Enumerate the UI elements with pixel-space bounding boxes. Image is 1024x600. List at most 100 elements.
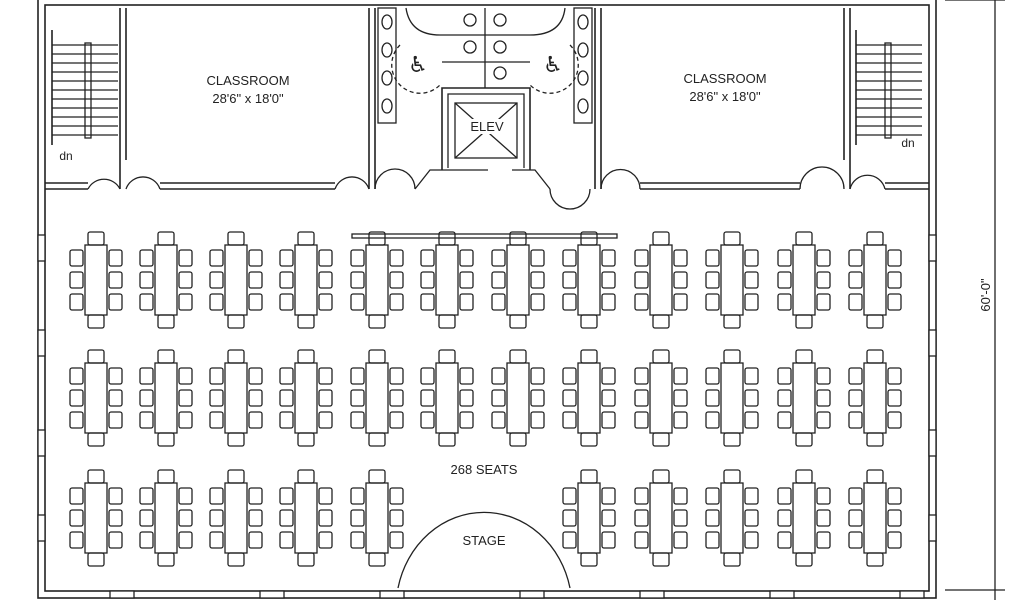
chair — [705, 487, 720, 505]
table — [154, 362, 178, 434]
chair — [279, 389, 294, 407]
chair — [69, 367, 84, 385]
chair — [108, 411, 123, 429]
chair — [634, 293, 649, 311]
chair — [318, 293, 333, 311]
window — [37, 329, 46, 357]
chair — [297, 231, 315, 246]
window — [928, 429, 937, 457]
chair — [297, 552, 315, 567]
window — [37, 429, 46, 457]
chair — [350, 367, 365, 385]
table — [863, 244, 887, 316]
chair — [248, 249, 263, 267]
chair — [887, 411, 902, 429]
chair — [69, 411, 84, 429]
chair — [139, 531, 154, 549]
chair — [777, 509, 792, 527]
chair — [389, 411, 404, 429]
chair — [368, 432, 386, 447]
table-group — [279, 231, 333, 329]
table-group — [777, 349, 831, 447]
chair — [673, 389, 688, 407]
table-group — [69, 231, 123, 329]
stage — [397, 511, 571, 589]
chair — [139, 293, 154, 311]
chair — [887, 367, 902, 385]
table-group — [350, 231, 404, 329]
chair — [634, 531, 649, 549]
chair — [866, 314, 884, 329]
window — [928, 234, 937, 262]
table — [720, 482, 744, 554]
table — [720, 244, 744, 316]
table — [365, 482, 389, 554]
chair — [108, 509, 123, 527]
chair — [562, 367, 577, 385]
chair — [438, 432, 456, 447]
chair — [389, 487, 404, 505]
chair — [139, 411, 154, 429]
chair — [562, 271, 577, 289]
chair — [705, 531, 720, 549]
chair — [652, 349, 670, 364]
chair — [157, 349, 175, 364]
chair — [848, 293, 863, 311]
chair — [438, 349, 456, 364]
chair — [744, 249, 759, 267]
table-group — [705, 349, 759, 447]
chair — [318, 271, 333, 289]
chair — [491, 249, 506, 267]
chair — [227, 432, 245, 447]
table-group — [139, 349, 193, 447]
chair — [848, 367, 863, 385]
chair — [248, 293, 263, 311]
dimension-height: 60'-0" — [978, 278, 993, 312]
chair — [848, 249, 863, 267]
table-group — [350, 469, 404, 567]
chair — [673, 271, 688, 289]
table — [435, 244, 459, 316]
chair — [652, 314, 670, 329]
chair — [887, 531, 902, 549]
chair — [248, 531, 263, 549]
chair — [178, 411, 193, 429]
chair — [139, 271, 154, 289]
chair — [318, 531, 333, 549]
chair — [87, 349, 105, 364]
chair — [601, 249, 616, 267]
chair — [866, 231, 884, 246]
chair — [723, 314, 741, 329]
chair — [723, 552, 741, 567]
table-group — [350, 349, 404, 447]
chair — [227, 552, 245, 567]
table-group — [279, 349, 333, 447]
chair — [318, 389, 333, 407]
chair — [795, 231, 813, 246]
chair — [673, 367, 688, 385]
chair — [816, 293, 831, 311]
table-group — [562, 469, 616, 567]
chair — [87, 432, 105, 447]
chair — [248, 367, 263, 385]
chair — [459, 293, 474, 311]
chair — [459, 271, 474, 289]
chair — [227, 314, 245, 329]
chair — [601, 389, 616, 407]
chair — [69, 509, 84, 527]
stair-handrail — [884, 42, 892, 139]
chair — [509, 349, 527, 364]
chair — [108, 487, 123, 505]
dimension-line — [945, 0, 1005, 600]
chair — [887, 293, 902, 311]
chair — [816, 249, 831, 267]
chair — [227, 349, 245, 364]
table-group — [69, 469, 123, 567]
chair — [420, 411, 435, 429]
chair — [673, 411, 688, 429]
chair — [705, 411, 720, 429]
window — [928, 329, 937, 357]
table — [224, 244, 248, 316]
table — [792, 482, 816, 554]
chair — [420, 271, 435, 289]
